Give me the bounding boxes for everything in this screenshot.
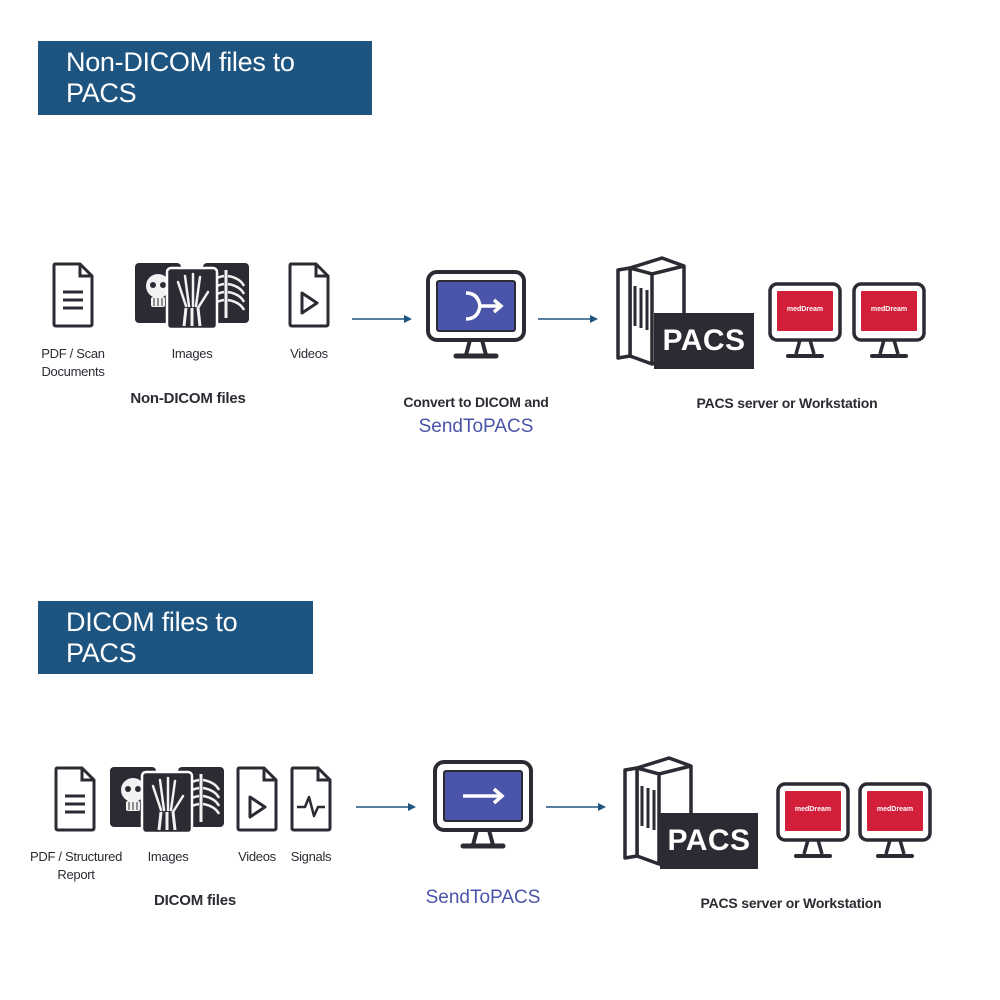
screen-brand: medDream xyxy=(786,306,824,313)
section-title-banner: Non-DICOM files to PACS xyxy=(38,41,372,115)
pacs-server-label: PACS server or Workstation xyxy=(696,395,878,411)
section-title-banner: DICOM files to PACS xyxy=(38,601,313,674)
video-file-icon xyxy=(236,766,278,832)
pacs-badge: PACS xyxy=(654,313,754,369)
videos-label: Videos xyxy=(238,849,276,864)
flow-arrow-icon xyxy=(352,314,412,324)
workstation-monitor-icon: medDream xyxy=(776,782,850,862)
converter-monitor-icon xyxy=(426,270,526,362)
screen-brand: medDream xyxy=(870,306,908,313)
images-label: Images xyxy=(147,849,189,864)
flow-arrow-icon xyxy=(356,802,416,812)
non-dicom-files-label: Non-DICOM files xyxy=(130,390,246,407)
pdf-scan-label: PDF / Scan Documents xyxy=(41,346,105,379)
document-icon xyxy=(52,262,94,328)
workstation-monitor-icon: medDream xyxy=(852,282,926,362)
workstation-monitor-icon: medDream xyxy=(858,782,932,862)
pacs-server-label: PACS server or Workstation xyxy=(700,895,882,911)
screen-brand: medDream xyxy=(876,806,914,813)
dicom-files-label: DICOM files xyxy=(154,892,236,909)
sendtopacs-label: SendToPACS xyxy=(418,416,534,437)
xray-images-icon xyxy=(134,262,250,330)
flow-arrow-icon xyxy=(546,802,606,812)
signals-label: Signals xyxy=(290,849,332,864)
workstation-monitor-icon: medDream xyxy=(768,282,842,362)
pacs-badge: PACS xyxy=(660,813,758,869)
video-file-icon xyxy=(288,262,330,328)
videos-label: Videos xyxy=(290,346,328,361)
sendtopacs-label: SendToPACS xyxy=(425,887,541,908)
convert-label: Convert to DICOM and xyxy=(403,394,549,410)
xray-images-icon xyxy=(109,766,225,834)
send-monitor-icon xyxy=(433,760,533,852)
document-icon xyxy=(54,766,96,832)
signal-file-icon xyxy=(290,766,332,832)
images-label: Images xyxy=(171,346,213,361)
screen-brand: medDream xyxy=(794,806,832,813)
pdf-structured-label: PDF / Structured Report xyxy=(29,849,122,882)
flow-arrow-icon xyxy=(538,314,598,324)
